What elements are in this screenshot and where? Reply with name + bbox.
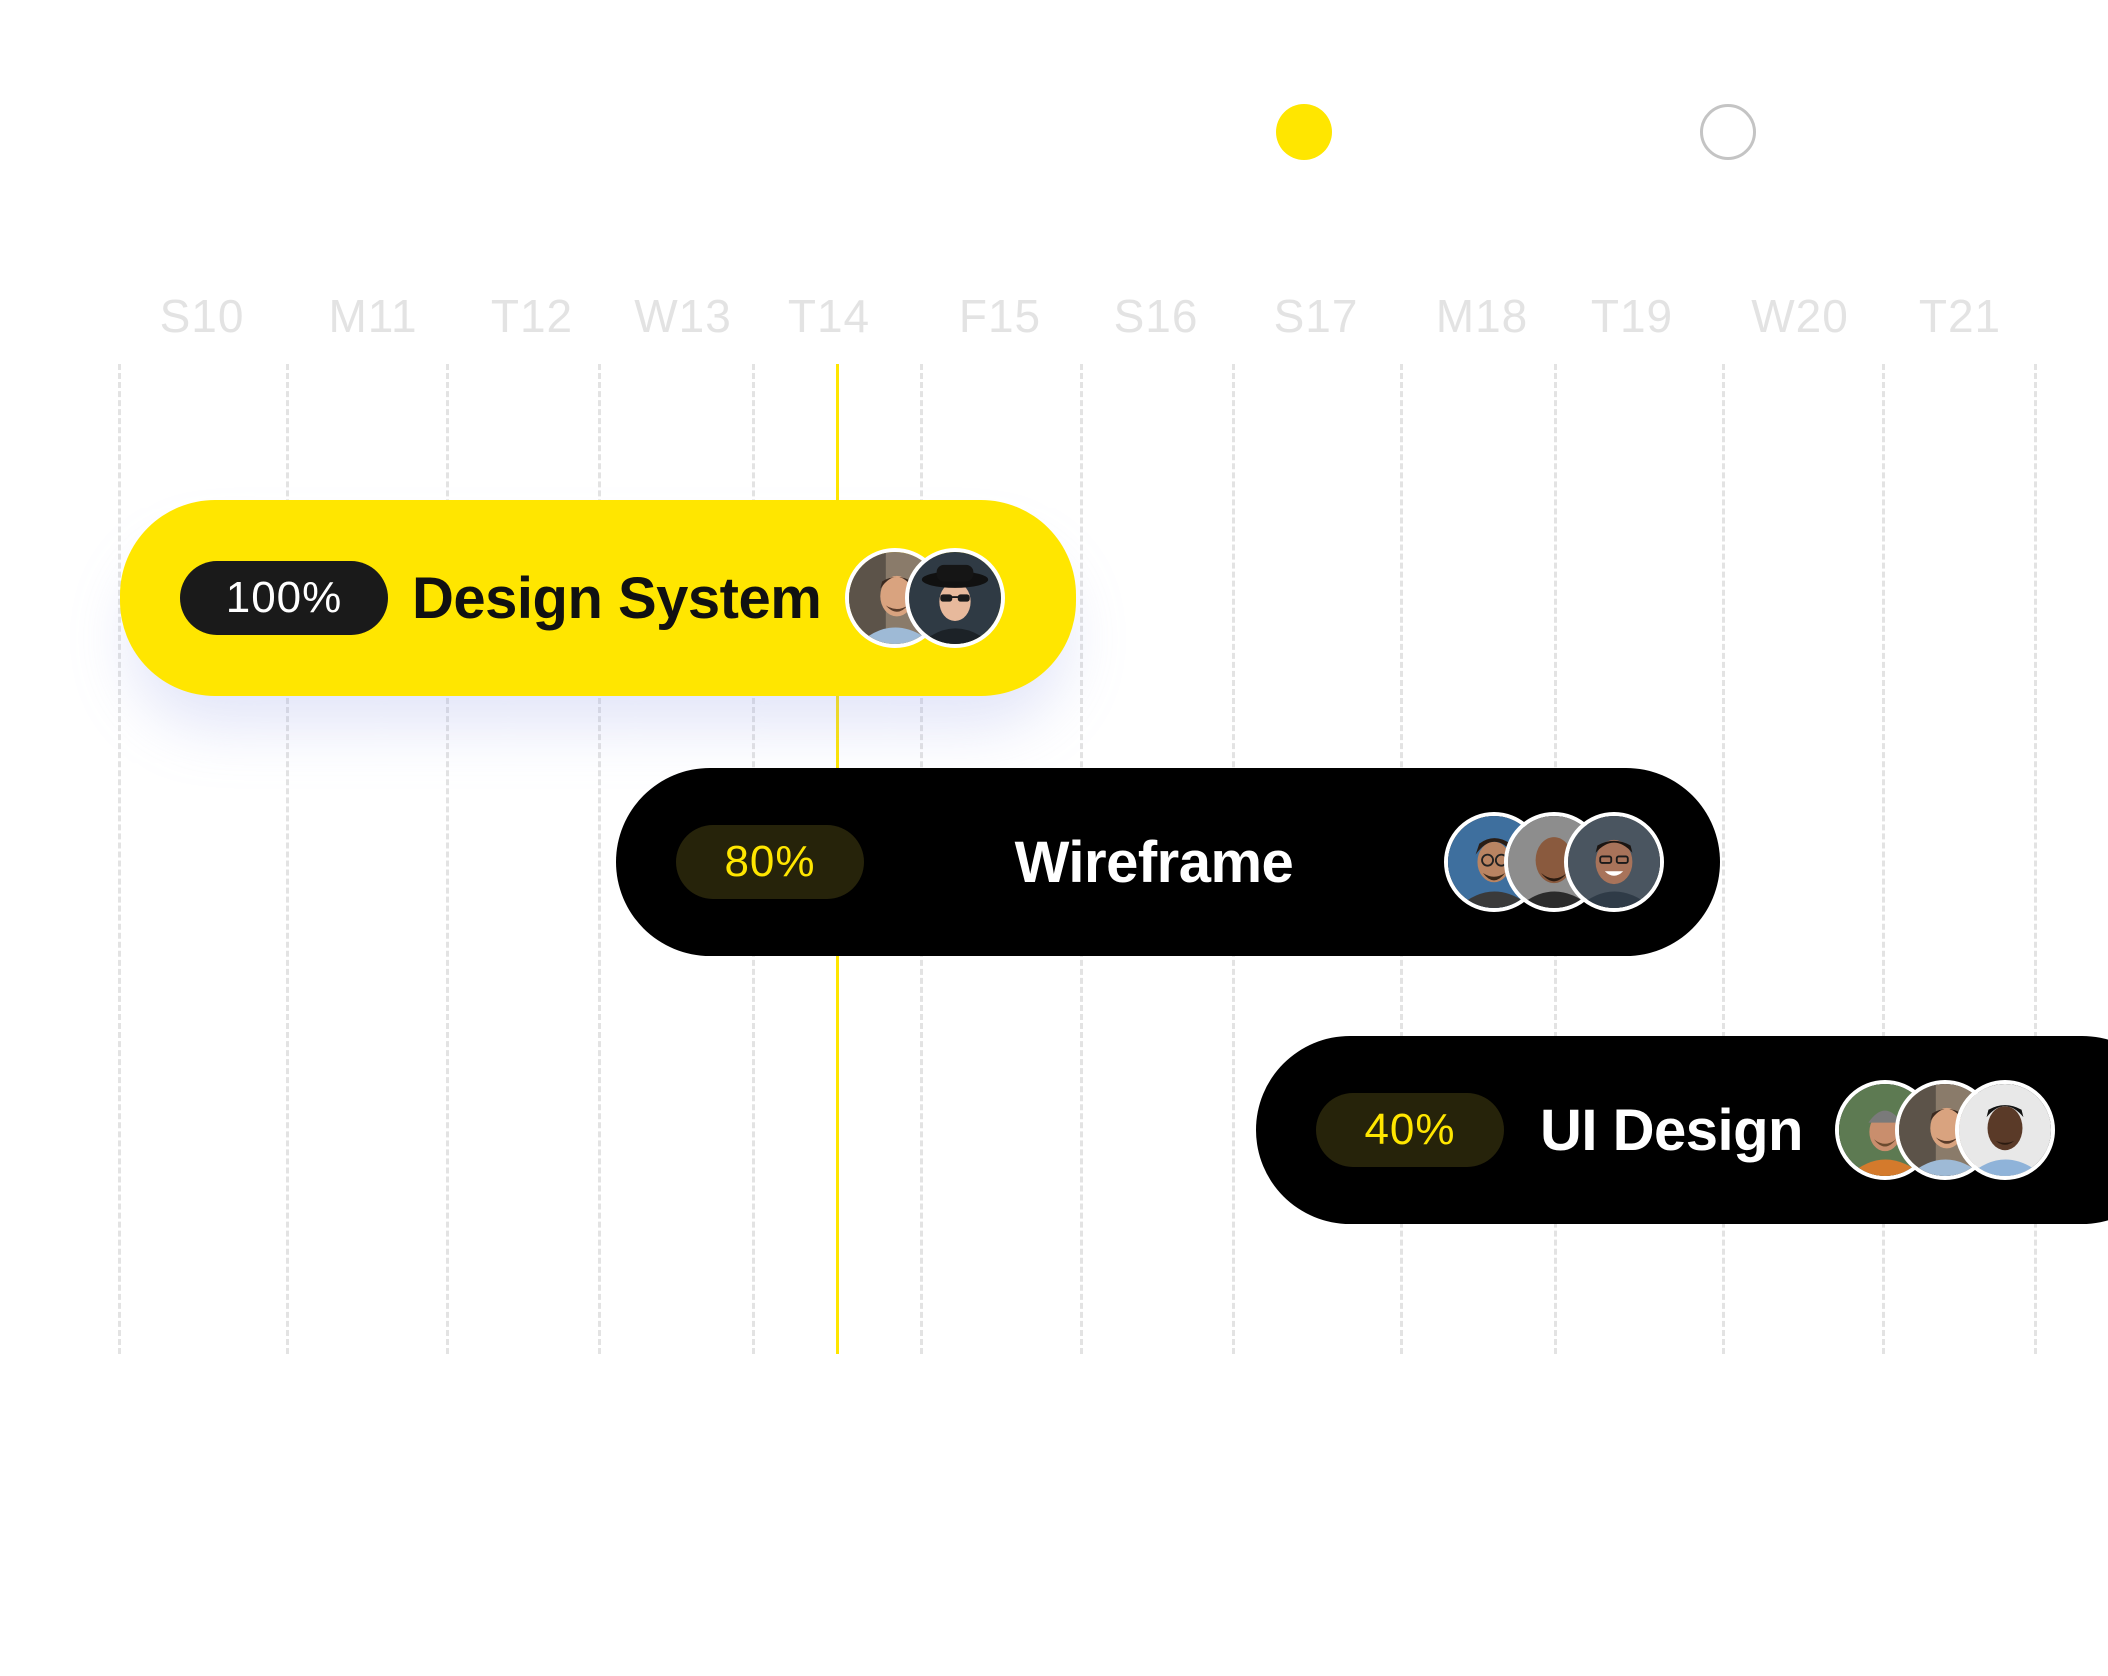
toggle-dot-inactive[interactable] — [1700, 104, 1756, 160]
grid-line — [598, 364, 601, 1354]
avatar[interactable] — [905, 548, 1006, 648]
grid-line — [446, 364, 449, 1354]
avatar[interactable] — [1444, 812, 1544, 912]
progress-badge: 100% — [180, 561, 388, 635]
day-label: W20 — [1751, 290, 1849, 342]
day-label: S16 — [1113, 290, 1199, 342]
task-bar-design-system[interactable]: 100% Design System — [120, 500, 1076, 696]
day-label: S17 — [1273, 290, 1359, 342]
progress-badge: 80% — [676, 825, 864, 899]
grid-line — [1722, 364, 1725, 1354]
assignee-avatars — [1835, 1080, 2055, 1180]
task-bar-ui-design[interactable]: 40% UI Design — [1256, 1036, 2108, 1224]
day-label: T14 — [787, 290, 871, 342]
avatar-man-dark-hair-icon — [1959, 1084, 2051, 1176]
assignee-avatars — [1444, 812, 1664, 912]
avatar-man-smiling-glasses-icon — [1568, 816, 1660, 908]
day-label: T19 — [1590, 290, 1674, 342]
task-title: Wireframe — [1014, 829, 1294, 895]
grid-line — [118, 364, 121, 1354]
task-bar-wireframe[interactable]: 80% Wireframe — [616, 768, 1720, 956]
day-label: M11 — [328, 290, 418, 342]
day-label: M18 — [1435, 290, 1529, 342]
grid-line — [1882, 364, 1885, 1354]
progress-badge: 40% — [1316, 1093, 1504, 1167]
avatar[interactable] — [1955, 1080, 2055, 1180]
task-title: Design System — [412, 565, 822, 631]
assignee-avatars — [845, 548, 1006, 648]
day-label: F15 — [958, 290, 1042, 342]
day-label: W13 — [634, 290, 732, 342]
task-title: UI Design — [1540, 1097, 1804, 1163]
toggle-dot-active[interactable] — [1276, 104, 1332, 160]
day-label: T12 — [490, 290, 574, 342]
grid-line — [2034, 364, 2037, 1354]
grid-line — [286, 364, 289, 1354]
day-label: S10 — [159, 290, 245, 342]
avatar[interactable] — [1564, 812, 1664, 912]
avatar-man-hat-sunglasses-icon — [909, 552, 1002, 644]
day-label: T21 — [1918, 290, 2002, 342]
